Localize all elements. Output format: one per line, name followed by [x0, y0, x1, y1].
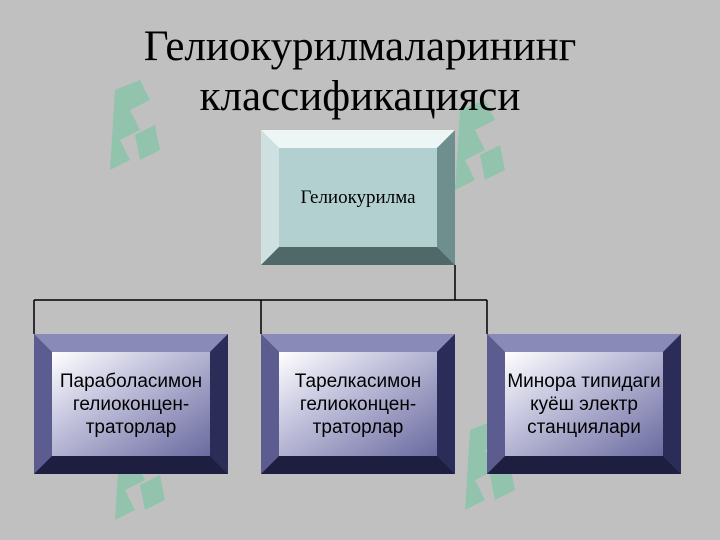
- child-2-line-3: траторлар: [312, 416, 404, 438]
- child-node-1-bevel: [34, 334, 228, 474]
- title-line-2: классификацияси: [199, 73, 521, 120]
- root-node-bevel: [261, 130, 455, 265]
- child-node-1: Параболасимон гелиоконцен- траторлар: [34, 334, 228, 474]
- root-node-label: Гелиокурилма: [300, 186, 416, 208]
- title-line-1: Гелиокурилмаларининг: [143, 23, 577, 70]
- child-1-line-1: Параболасимон: [59, 370, 203, 392]
- slide-title: Гелиокурилмаларининг классификацияси: [0, 22, 720, 122]
- child-node-3: Минора типидаги куёш электр станциялари: [487, 334, 681, 474]
- child-3-line-2: куёш электр: [530, 393, 638, 415]
- child-3-line-3: станциялари: [527, 416, 641, 438]
- child-2-line-2: гелиоконцен-: [299, 393, 417, 415]
- child-2-line-1: Тарелкасимон: [294, 370, 422, 392]
- child-node-2: Тарелкасимон гелиоконцен- траторлар: [261, 334, 455, 474]
- root-node: Гелиокурилма: [261, 130, 455, 265]
- child-node-2-bevel: [261, 334, 455, 474]
- child-1-line-2: гелиоконцен-: [72, 393, 190, 415]
- child-node-3-bevel: [487, 334, 681, 474]
- child-1-line-3: траторлар: [85, 416, 177, 438]
- child-3-line-1: Минора типидаги: [507, 370, 661, 392]
